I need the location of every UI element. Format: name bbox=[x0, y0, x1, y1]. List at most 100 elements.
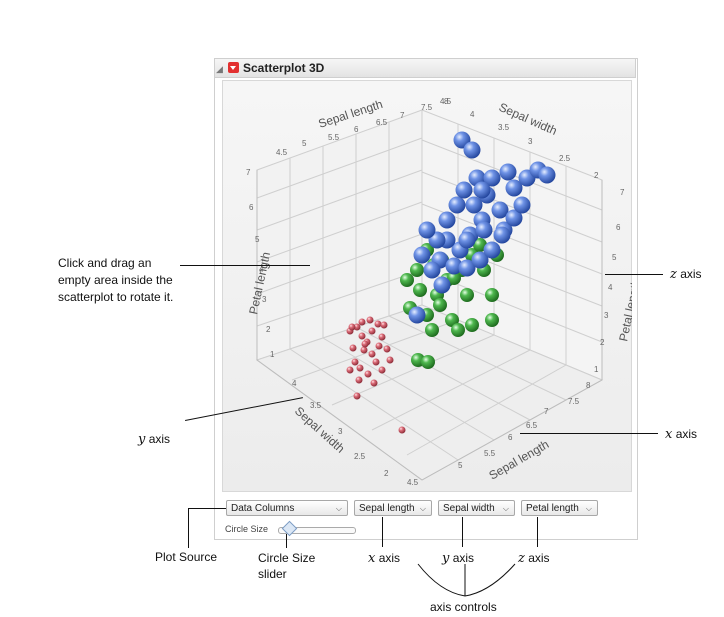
tick-petal-length-right: 5 bbox=[612, 253, 617, 262]
virginica-point bbox=[491, 201, 509, 219]
tick-sepal-width-top: 2.5 bbox=[559, 154, 571, 163]
tick-sepal-length-top: 6.5 bbox=[376, 118, 388, 127]
tick-petal-length-left: 6 bbox=[249, 203, 254, 212]
callout-line-bottom-x bbox=[382, 517, 383, 547]
tick-sepal-width-bottom: 3 bbox=[338, 427, 343, 436]
y-axis-dropdown[interactable]: Sepal width ⌵ bbox=[438, 500, 515, 516]
z-axis-dropdown[interactable]: Petal length ⌵ bbox=[521, 500, 598, 516]
tick-petal-length-left: 7 bbox=[246, 168, 251, 177]
virginica-point bbox=[483, 169, 501, 187]
setosa-point bbox=[386, 356, 394, 364]
virginica-point bbox=[538, 166, 556, 184]
axis-controls-bracket bbox=[417, 563, 516, 597]
virginica-point bbox=[513, 196, 531, 214]
versicolor-point bbox=[465, 318, 479, 332]
tick-petal-length-left: 2 bbox=[266, 325, 271, 334]
x-axis-dropdown[interactable]: Sepal length ⌵ bbox=[354, 500, 432, 516]
tick-sepal-length-top: 5.5 bbox=[328, 133, 340, 142]
circle-size-slider[interactable] bbox=[278, 527, 356, 534]
tick-petal-length-left: 3 bbox=[262, 295, 267, 304]
callout-rotate: Click and drag an empty area inside the … bbox=[58, 256, 174, 304]
virginica-point bbox=[463, 141, 481, 159]
callout-line-circle-size bbox=[286, 534, 287, 548]
tick-sepal-length-bottom: 6 bbox=[508, 433, 513, 442]
virginica-point bbox=[418, 221, 436, 239]
virginica-point bbox=[458, 231, 476, 249]
panel-title: Scatterplot 3D bbox=[243, 61, 325, 75]
points-layer bbox=[346, 131, 556, 434]
setosa-point bbox=[360, 346, 368, 354]
virginica-point bbox=[438, 211, 456, 229]
virginica-point bbox=[408, 306, 426, 324]
setosa-point bbox=[351, 358, 359, 366]
setosa-point bbox=[368, 327, 376, 335]
axis-title-sepal-length-top: Sepal length bbox=[317, 97, 385, 131]
versicolor-point bbox=[425, 323, 439, 337]
callout-line-x-axis bbox=[520, 433, 658, 434]
x-axis-value: Sepal length bbox=[359, 503, 415, 514]
callout-z-axis: z axis bbox=[670, 267, 702, 282]
tick-petal-length-right: 6 bbox=[616, 223, 621, 232]
tick-petal-length-left: 1 bbox=[270, 350, 275, 359]
callout-line-bottom-z bbox=[537, 517, 538, 547]
tick-sepal-length-bottom: 6.5 bbox=[526, 421, 538, 430]
versicolor-point bbox=[451, 323, 465, 337]
setosa-point bbox=[353, 392, 361, 400]
tick-sepal-width-top: 4.5 bbox=[440, 97, 452, 106]
z-axis-value: Petal length bbox=[526, 503, 579, 514]
tick-petal-length-right: 3 bbox=[604, 311, 609, 320]
scatterplot-3d-canvas[interactable]: 4.5 5 5.5 6 6.5 7 7.5 8 4.5 4 3.5 3 2.5 … bbox=[222, 80, 632, 492]
setosa-point bbox=[374, 320, 382, 328]
chevron-down-icon: ⌵ bbox=[419, 504, 426, 513]
red-menu-triangle-icon[interactable] bbox=[228, 62, 239, 73]
setosa-point bbox=[383, 345, 391, 353]
callout-line-bottom-y bbox=[462, 517, 463, 547]
virginica-point bbox=[493, 226, 511, 244]
plot-source-dropdown[interactable]: Data Columns ⌵ bbox=[226, 500, 348, 516]
virginica-point bbox=[445, 257, 463, 275]
tick-sepal-length-top: 4.5 bbox=[276, 148, 288, 157]
setosa-point bbox=[368, 350, 376, 358]
callout-y-axis: y axis bbox=[138, 432, 171, 447]
tick-sepal-length-bottom: 7.5 bbox=[568, 397, 580, 406]
virginica-point bbox=[499, 163, 517, 181]
setosa-point bbox=[366, 316, 374, 324]
callout-bottom-x-axis: x axis bbox=[368, 551, 401, 566]
tick-sepal-length-bottom: 7 bbox=[544, 407, 549, 416]
setosa-point bbox=[372, 358, 380, 366]
versicolor-point bbox=[447, 271, 461, 285]
plot-source-value: Data Columns bbox=[231, 503, 295, 514]
tick-petal-length-left: 4 bbox=[259, 265, 264, 274]
virginica-point bbox=[458, 259, 476, 277]
virginica-point bbox=[473, 181, 491, 199]
axis-title-sepal-length-bottom: Sepal length bbox=[487, 437, 552, 482]
axis-title-sepal-width-top: Sepal width bbox=[497, 100, 559, 138]
callout-axis-controls: axis controls bbox=[430, 600, 497, 614]
virginica-point bbox=[433, 276, 451, 294]
virginica-point bbox=[505, 179, 523, 197]
setosa-point bbox=[348, 323, 356, 331]
setosa-point bbox=[353, 323, 361, 331]
tick-petal-length-right: 4 bbox=[608, 283, 613, 292]
tick-petal-length-right: 2 bbox=[600, 338, 605, 347]
callout-line-rotate bbox=[180, 265, 310, 266]
tick-sepal-width-bottom: 3.5 bbox=[310, 401, 322, 410]
callout-line-plot-source-vertical bbox=[188, 508, 189, 548]
tick-petal-length-right: 1 bbox=[594, 365, 599, 374]
setosa-point bbox=[349, 344, 357, 352]
y-axis-value: Sepal width bbox=[443, 503, 495, 514]
collapse-triangle-icon[interactable]: ◢ bbox=[216, 64, 223, 74]
tick-sepal-length-bottom: 5.5 bbox=[484, 449, 496, 458]
tick-sepal-width-top: 4 bbox=[470, 110, 475, 119]
setosa-point bbox=[364, 370, 372, 378]
setosa-point bbox=[398, 426, 406, 434]
versicolor-point bbox=[400, 273, 414, 287]
versicolor-point bbox=[433, 298, 447, 312]
chevron-down-icon: ⌵ bbox=[585, 504, 592, 513]
tick-petal-length-right: 7 bbox=[620, 188, 625, 197]
setosa-point bbox=[346, 366, 354, 374]
callout-bottom-z-axis: z axis bbox=[518, 551, 550, 566]
virginica-point bbox=[413, 246, 431, 264]
callout-line-plot-source bbox=[188, 508, 226, 509]
tick-sepal-width-bottom: 2.5 bbox=[354, 452, 366, 461]
